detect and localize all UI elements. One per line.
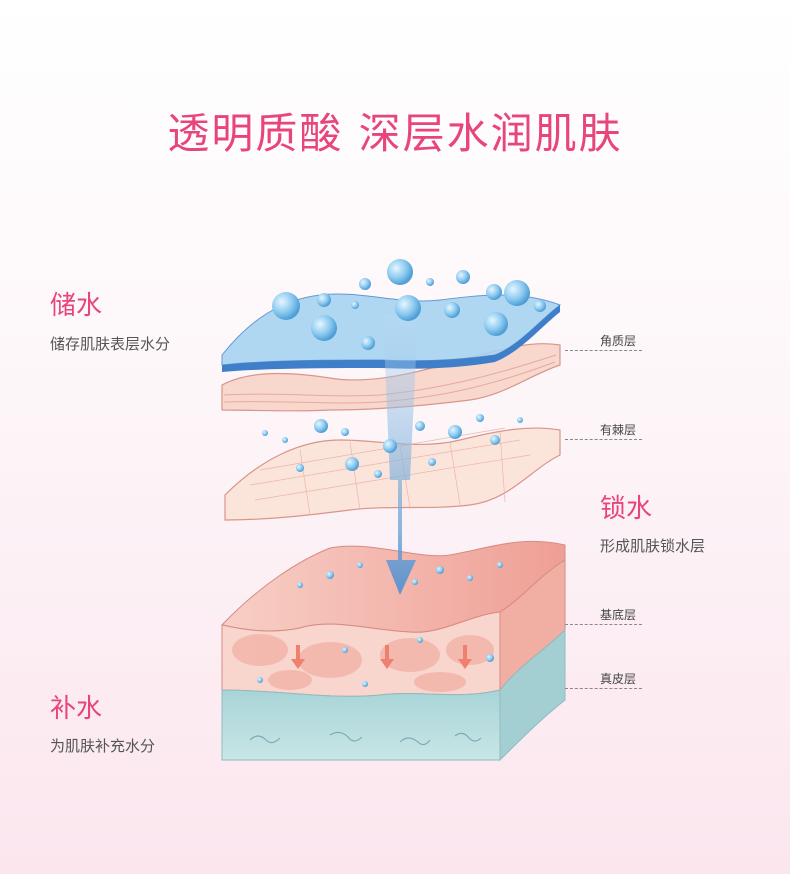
layer-label-dermis: 真皮层 <box>600 672 637 686</box>
page-title: 透明质酸 深层水润肌肤 <box>167 109 623 158</box>
layer-label-corneum: 角质层 <box>600 334 637 348</box>
lock-subtitle: 形成肌肤锁水层 <box>600 537 706 555</box>
layer-divider <box>565 350 642 351</box>
water-bubbles <box>257 259 546 687</box>
layer-divider <box>565 439 642 440</box>
store-subtitle: 储存肌肤表层水分 <box>50 335 171 353</box>
lock-heading: 锁水 <box>600 494 653 524</box>
dermis-block <box>221 540 566 762</box>
layer-divider <box>565 688 642 689</box>
layer-divider <box>565 624 642 625</box>
store-heading: 储水 <box>50 291 103 321</box>
supply-subtitle: 为肌肤补充水分 <box>50 737 156 755</box>
layer-label-spinous: 有棘层 <box>600 423 637 437</box>
layer-label-basal: 基底层 <box>600 608 637 622</box>
penetration-arrow <box>383 315 418 595</box>
supply-heading: 补水 <box>50 694 103 724</box>
